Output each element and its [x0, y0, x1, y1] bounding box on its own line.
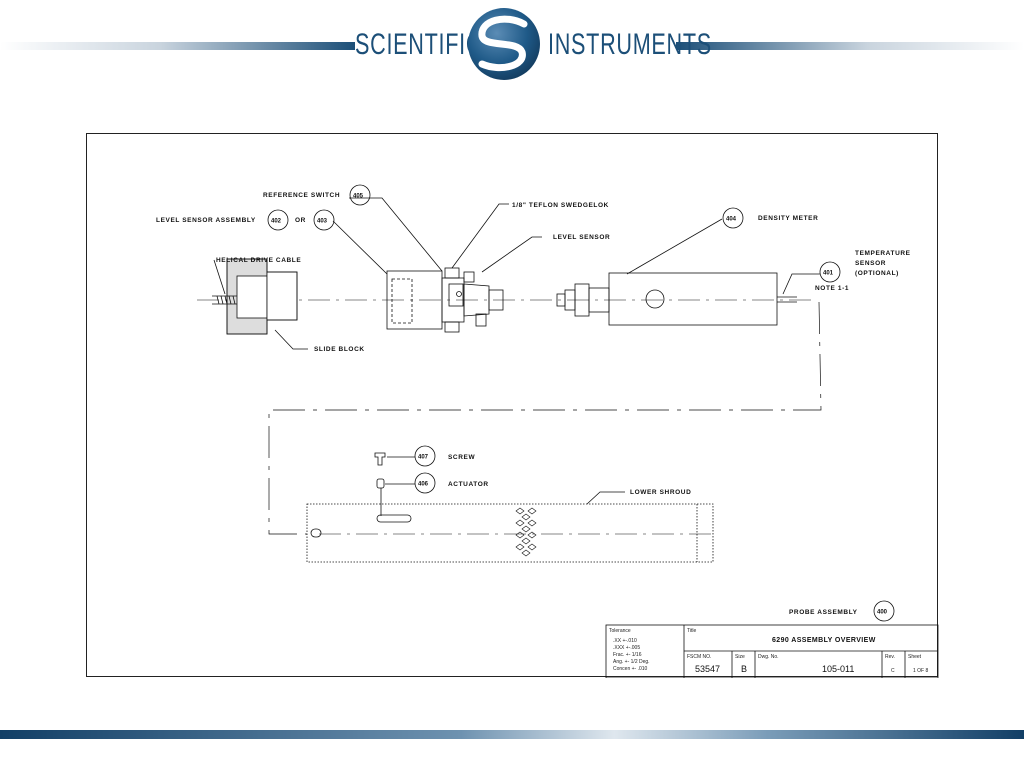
fscm-number: 53547 [695, 664, 720, 674]
drawing-title: 6290 ASSEMBLY OVERVIEW [772, 637, 876, 644]
si-logo-icon [468, 8, 540, 80]
rev-label: Rev. [885, 654, 895, 660]
brand-name-right: INSTRUMENTS [548, 28, 712, 61]
balloon-405: 405 [353, 194, 364, 200]
label-probe-assembly: PROBE ASSEMBLY [789, 609, 858, 616]
tolerance-header: Tolerance [609, 628, 631, 634]
title-label: Title [687, 628, 696, 634]
balloon-407: 407 [418, 455, 429, 461]
label-reference-switch: REFERENCE SWITCH [263, 192, 340, 199]
engineering-drawing: REFERENCE SWITCH 405 LEVEL SENSOR ASSEMB… [86, 133, 939, 679]
dwg-label: Dwg. No. [758, 654, 779, 660]
tolerance-line-5: Concen +- .010 [613, 666, 648, 672]
tolerance-line-3: Frac. +- 1/16 [613, 652, 642, 658]
sheet-label: Sheet [908, 654, 922, 660]
tolerance-line-1: .XX +-.010 [613, 638, 637, 644]
balloon-404: 404 [726, 217, 737, 223]
tolerance-line-2: .XXX +-.005 [613, 645, 640, 651]
balloon-406: 406 [418, 482, 429, 488]
balloon-403: 403 [317, 219, 328, 225]
rev-value: C [891, 668, 895, 674]
brand-name-left: SCIENTIFIC [355, 28, 483, 61]
balloon-402: 402 [271, 219, 282, 225]
tolerance-line-4: Ang. +- 1/2 Deg. [613, 659, 650, 665]
assembly-drawing-svg: REFERENCE SWITCH 405 LEVEL SENSOR ASSEMB… [156, 184, 939, 679]
sheet-value: 1 OF 8 [913, 668, 929, 674]
size-value: B [741, 664, 747, 674]
header-rule-left [0, 42, 355, 50]
label-or: OR [295, 217, 306, 224]
balloon-401: 401 [823, 271, 834, 277]
fscm-label: FSCM NO. [687, 654, 711, 660]
label-sensor: SENSOR [855, 260, 886, 267]
footer-bar [0, 730, 1024, 739]
label-level-sensor-assembly: LEVEL SENSOR ASSEMBLY [156, 217, 256, 224]
header-rule-right [676, 42, 1024, 50]
balloon-400: 400 [877, 610, 888, 616]
label-lower-shroud: LOWER SHROUD [630, 489, 691, 496]
label-density-meter: DENSITY METER [758, 215, 818, 222]
label-optional: (OPTIONAL) [855, 270, 899, 277]
label-temperature: TEMPERATURE [855, 250, 911, 257]
label-actuator: ACTUATOR [448, 481, 489, 488]
size-label: Size [735, 654, 745, 660]
label-helical-drive-cable: HELICAL DRIVE CABLE [216, 257, 301, 264]
label-level-sensor: LEVEL SENSOR [553, 234, 610, 241]
label-screw: SCREW [448, 454, 475, 461]
label-slide-block: SLIDE BLOCK [314, 346, 365, 353]
dwg-number: 105-011 [822, 664, 854, 674]
label-note: NOTE 1-1 [815, 285, 849, 292]
label-teflon-swedgelok: 1/8" TEFLON SWEDGELOK [512, 202, 609, 209]
